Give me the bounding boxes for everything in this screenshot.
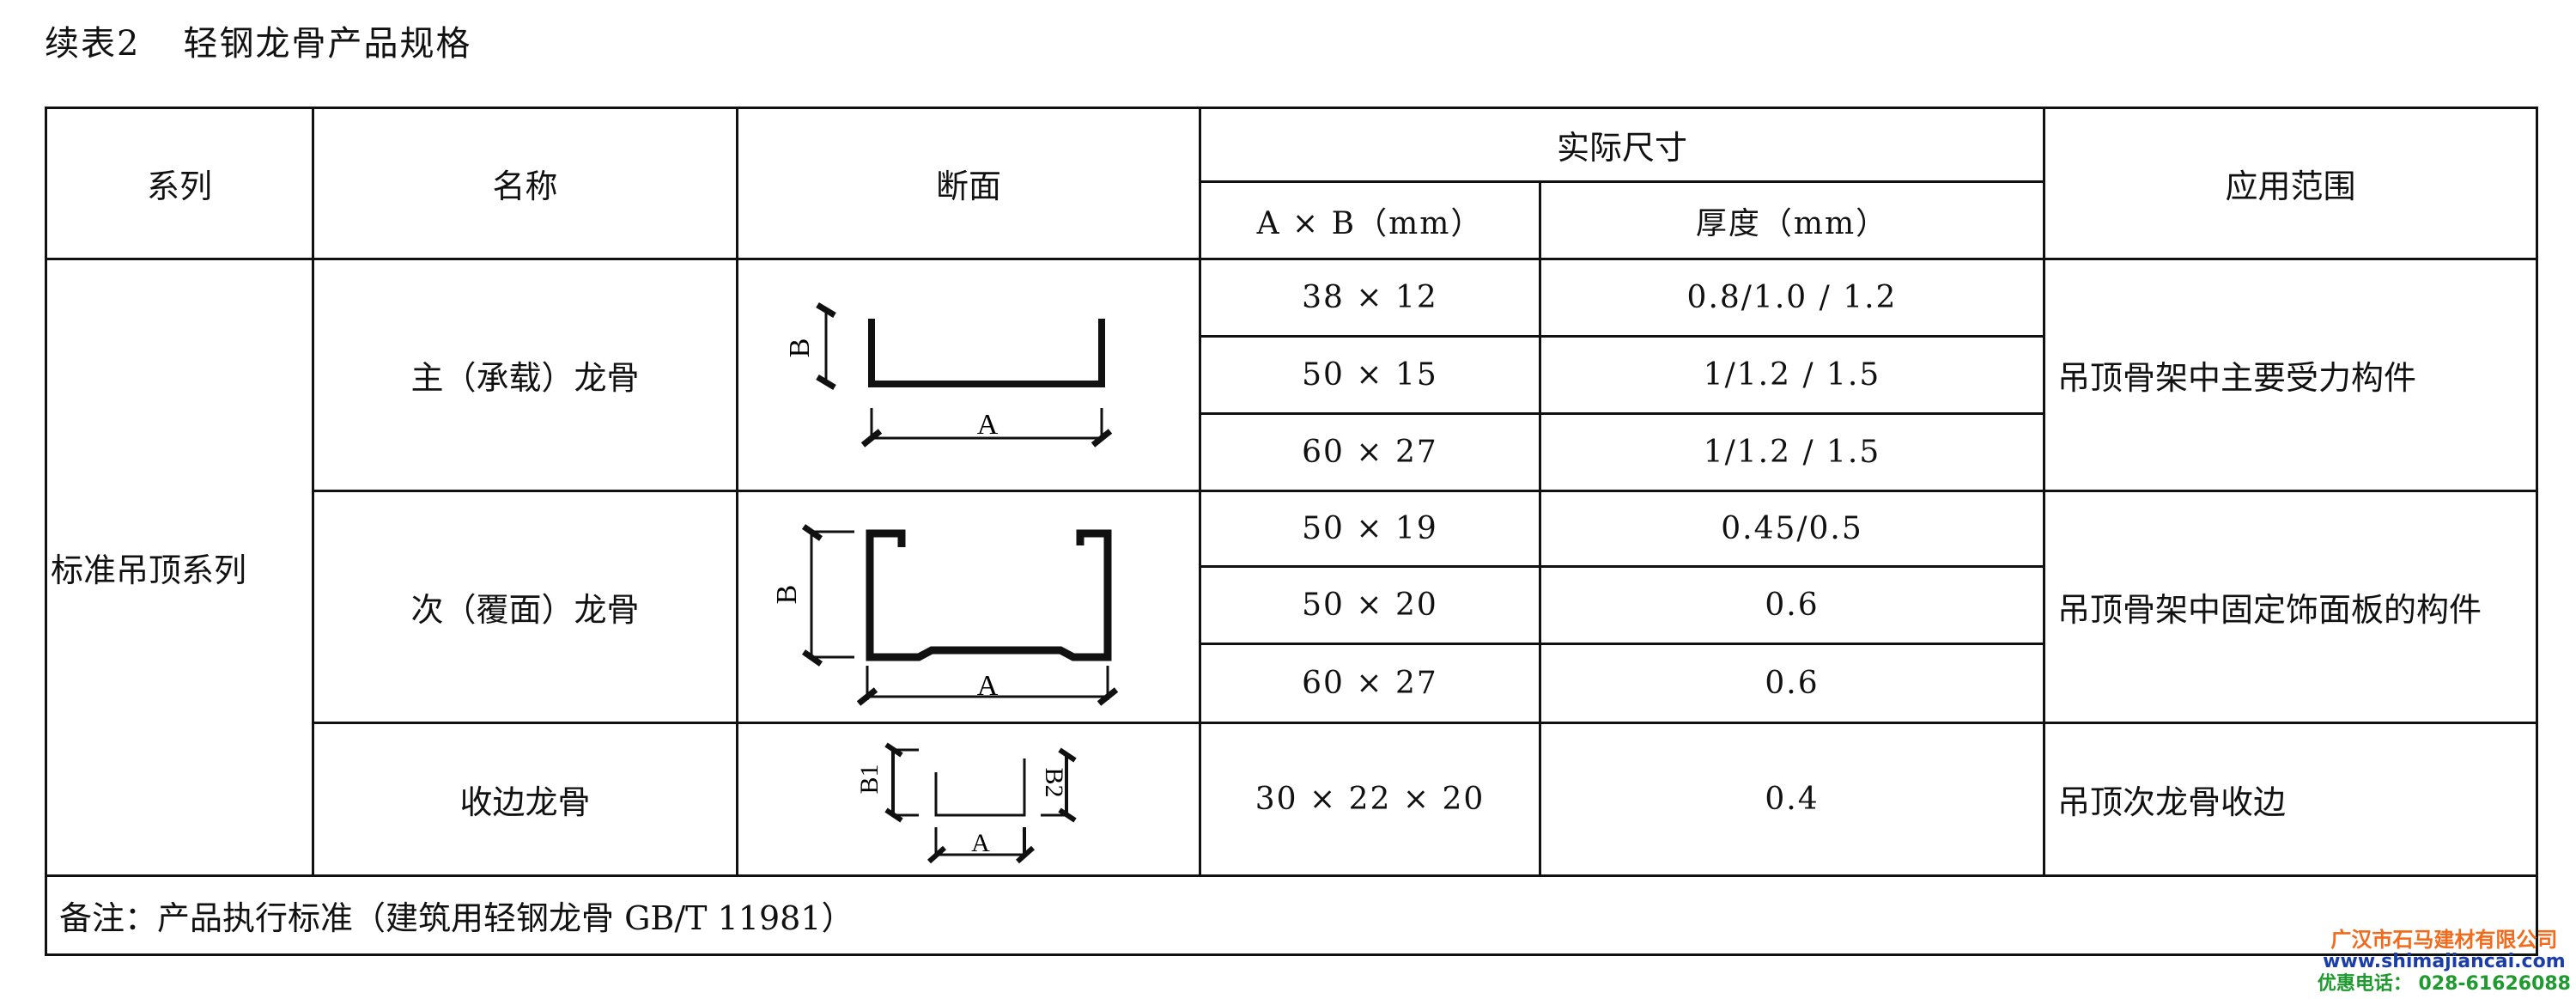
size-cell: 60 × 27	[1199, 643, 1541, 724]
header-name: 名称	[312, 107, 738, 260]
header-application: 应用范围	[2043, 107, 2538, 260]
thickness-cell: 0.8/1.0 / 1.2	[1539, 258, 2045, 338]
cover-keel-diagram: B A	[771, 523, 1119, 706]
thickness-cell: 0.4	[1539, 722, 2045, 877]
size-cell: 50 × 15	[1199, 335, 1541, 415]
header-axb: A × B（mm）	[1199, 180, 1541, 260]
dim-b-label: B	[771, 584, 803, 604]
thickness-cell: 0.45/0.5	[1539, 490, 2045, 568]
thickness-cell: 1/1.2 / 1.5	[1539, 412, 2045, 492]
thickness-cell: 0.6	[1539, 643, 2045, 724]
main-keel-section: B A	[736, 258, 1201, 492]
dim-a-label: A	[977, 409, 999, 441]
size-cell: 50 × 19	[1199, 490, 1541, 568]
header-actual-size: 实际尺寸	[1199, 107, 2045, 183]
watermark: 广汉市石马建材有限公司 www.shimajiancai.com 优惠电话： 0…	[2318, 929, 2571, 996]
series-cell: 标准吊顶系列	[45, 258, 314, 877]
watermark-company: 广汉市石马建材有限公司	[2330, 928, 2558, 952]
cover-keel-name: 次（覆面）龙骨	[312, 490, 738, 724]
table-caption: 轻钢龙骨产品规格	[183, 24, 472, 64]
table-number: 续表2	[45, 24, 141, 64]
table-title: 续表2 轻钢龙骨产品规格	[45, 15, 471, 65]
size-cell: 60 × 27	[1199, 412, 1541, 492]
cover-keel-section: B A	[736, 490, 1201, 724]
header-section: 断面	[736, 107, 1201, 260]
size-cell: 50 × 20	[1199, 565, 1541, 645]
edge-keel-name: 收边龙骨	[312, 722, 738, 877]
edge-keel-diagram: B1 B2 A	[855, 742, 1077, 863]
thickness-cell: 0.6	[1539, 565, 2045, 645]
thickness-cell: 1/1.2 / 1.5	[1539, 335, 2045, 415]
spec-table: 系列 名称 断面 实际尺寸 应用范围 A × B（mm） 厚度（mm） 标准吊顶…	[45, 107, 2538, 956]
main-keel-diagram: B A	[784, 302, 1113, 448]
watermark-url: www.shimajiancai.com	[2323, 951, 2566, 972]
dim-a-label: A	[977, 670, 999, 702]
table-note: 备注：产品执行标准（建筑用轻钢龙骨 GB/T 11981）	[45, 874, 2538, 956]
main-keel-application: 吊顶骨架中主要受力构件	[2043, 258, 2538, 492]
main-keel-name: 主（承载）龙骨	[312, 258, 738, 492]
cover-keel-application: 吊顶骨架中固定饰面板的构件	[2043, 490, 2538, 724]
header-thickness: 厚度（mm）	[1539, 180, 2045, 260]
edge-keel-section: B1 B2 A	[736, 722, 1201, 877]
dim-b1-label: B1	[855, 764, 884, 794]
dim-b-label: B	[784, 338, 816, 357]
size-cell: 38 × 12	[1199, 258, 1541, 338]
dim-a-label: A	[971, 829, 990, 857]
edge-keel-application: 吊顶次龙骨收边	[2043, 722, 2538, 877]
size-cell: 30 × 22 × 20	[1199, 722, 1541, 877]
watermark-phone: 优惠电话： 028-61626088	[2317, 973, 2571, 995]
header-series: 系列	[45, 107, 314, 260]
dim-b2-label: B2	[1040, 767, 1068, 797]
